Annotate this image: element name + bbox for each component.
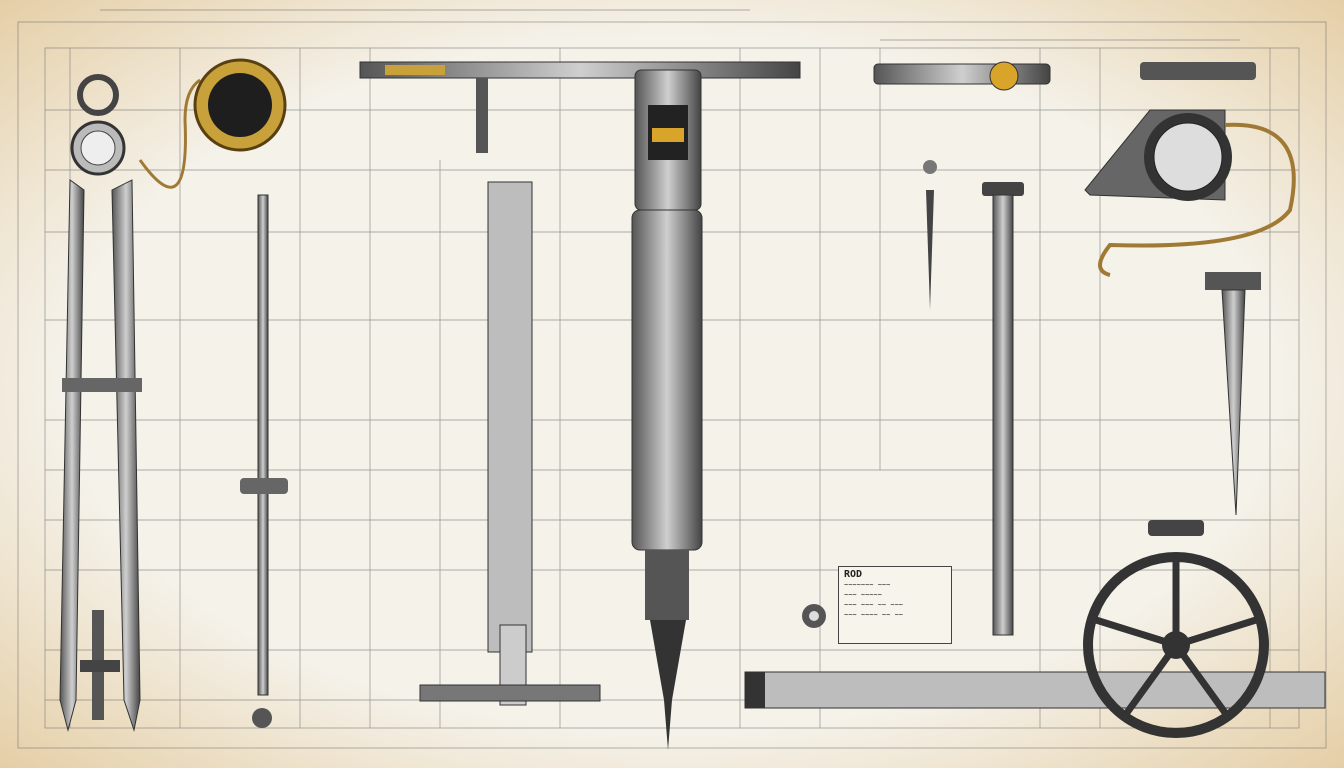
scale-rod xyxy=(240,194,288,728)
measuring-tape-reel xyxy=(193,58,287,152)
rod-note-title: ROD xyxy=(844,569,863,580)
drafting-compass xyxy=(59,74,201,732)
surveyor-compass xyxy=(1084,62,1296,516)
rod-note-scribble: ~~~~~~~ ~~~~~~ ~~~~~~~~ ~~~ ~~ ~~~~~~ ~~… xyxy=(844,581,904,619)
ruler xyxy=(419,181,601,706)
bow-compass-small xyxy=(873,61,1051,310)
drafting-pencil-tool xyxy=(631,69,703,750)
steel-rod xyxy=(802,182,1024,636)
rod-note-box: ROD ~~~~~~~ ~~~~~~ ~~~~~~~~ ~~~ ~~ ~~~~~… xyxy=(838,566,952,644)
measuring-wheel xyxy=(744,520,1326,738)
